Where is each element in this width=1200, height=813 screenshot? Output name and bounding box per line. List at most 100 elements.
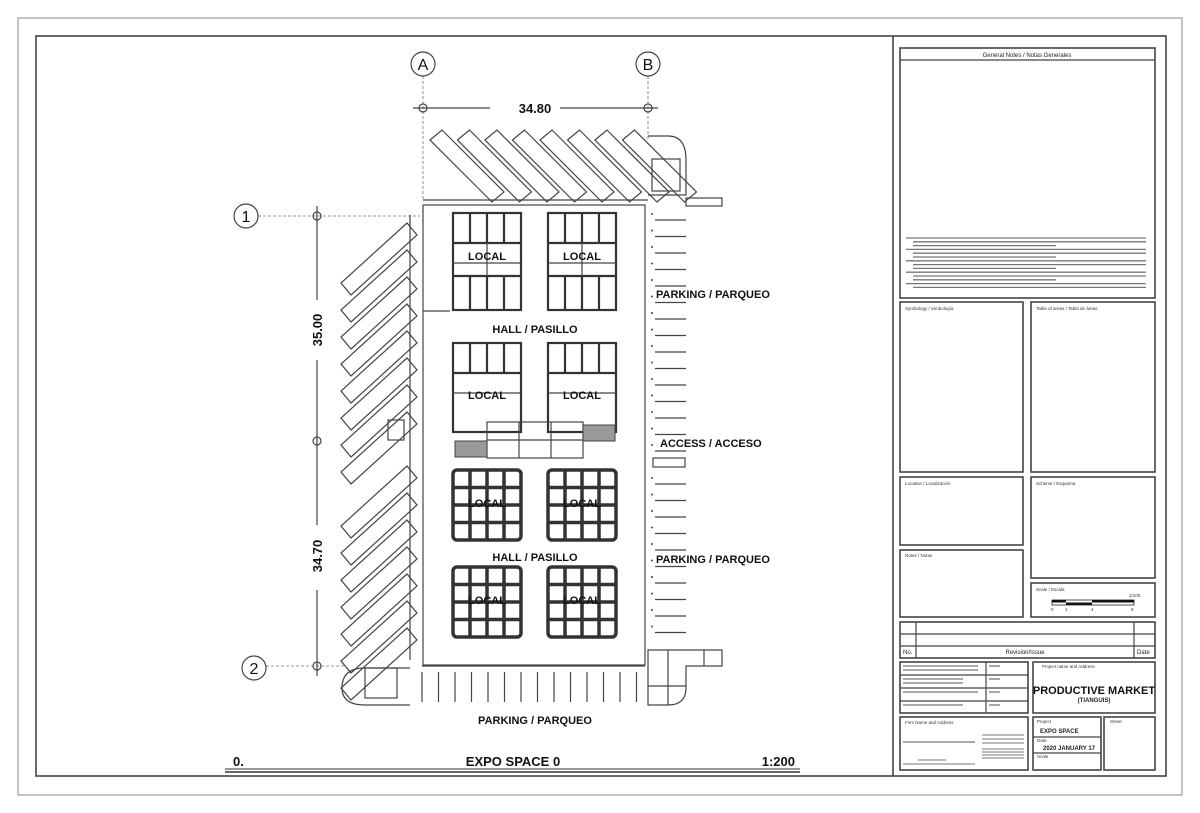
areas-box xyxy=(1030,301,1156,473)
firm-box: Firm Name and Address xyxy=(899,716,1029,771)
parking-stall-diagonal xyxy=(340,222,418,296)
grid-bubble-2: 2 xyxy=(241,655,267,681)
svg-text:1:200: 1:200 xyxy=(762,754,795,769)
svg-text:8: 8 xyxy=(1131,607,1134,612)
corner-bottom-right xyxy=(647,649,723,706)
svg-text:General Notes / Notas Generale: General Notes / Notas Generales xyxy=(983,53,1072,59)
symbology-box xyxy=(899,301,1024,473)
svg-text:PRODUCTIVE MARKET: PRODUCTIVE MARKET xyxy=(1033,685,1156,697)
svg-text:0.: 0. xyxy=(233,754,244,769)
local-label: LOCAL xyxy=(468,390,506,402)
local-label: LOCAL xyxy=(468,498,506,510)
parking-stall-diagonal xyxy=(340,330,418,404)
svg-text:Symbology / Simbología: Symbology / Simbología xyxy=(905,306,954,311)
scheme-box xyxy=(1030,476,1156,579)
parking-stall-diagonal xyxy=(340,411,418,485)
local-label: LOCAL xyxy=(563,251,601,263)
parking-stall-diagonal xyxy=(340,303,418,377)
svg-text:1: 1 xyxy=(242,209,251,226)
parking-stalls xyxy=(340,129,698,702)
svg-text:34.80: 34.80 xyxy=(519,101,552,116)
drawing-title: 0. EXPO SPACE 0 1:200 xyxy=(225,754,800,773)
svg-text:Notes / Notas: Notes / Notas xyxy=(905,553,933,558)
sheet-frame xyxy=(35,35,1167,777)
svg-text:Scale: Scale xyxy=(1037,754,1049,759)
svg-text:Revision/Issue: Revision/Issue xyxy=(1005,650,1045,656)
notes-box xyxy=(899,549,1024,618)
local-label: LOCAL xyxy=(468,251,506,263)
svg-text:EXPO SPACE 0: EXPO SPACE 0 xyxy=(466,754,560,769)
grid-bubble-b: B xyxy=(635,51,661,77)
svg-text:Sheet: Sheet xyxy=(1110,719,1123,724)
title-block: General Notes / Notas Generales Symbolog… xyxy=(899,47,1156,771)
local-unit: LOCAL xyxy=(546,468,618,542)
local-unit: LOCAL xyxy=(546,565,618,639)
svg-text:4: 4 xyxy=(1091,607,1094,612)
svg-text:Scheme / Esquema: Scheme / Esquema xyxy=(1036,481,1076,486)
corner-bottom-left xyxy=(341,667,410,706)
svg-text:B: B xyxy=(643,57,654,74)
local-label: LOCAL xyxy=(563,595,601,607)
svg-text:2: 2 xyxy=(250,661,259,678)
parking-stall-diagonal xyxy=(484,129,560,203)
scale-box: Scale / Escala 1/100 0 1 4 8 xyxy=(1030,582,1156,618)
access-label: ACCESS / ACCESO xyxy=(660,438,762,450)
parking-label: PARKING / PARQUEO xyxy=(478,715,592,727)
parking-stall-diagonal xyxy=(340,519,418,593)
local-unit: LOCAL xyxy=(451,211,523,312)
parking-label: PARKING / PARQUEO xyxy=(656,554,770,566)
parking-stall-diagonal xyxy=(566,129,643,203)
revision-table: No. Revision/Issue Date xyxy=(899,621,1156,659)
svg-text:Project name and Address: Project name and Address xyxy=(1042,664,1096,669)
parking-stall-diagonal xyxy=(429,129,505,203)
parking-stall-diagonal xyxy=(340,384,418,458)
svg-text:A: A xyxy=(418,57,429,74)
parking-stall-diagonal xyxy=(340,276,418,350)
svg-text:EXPO SPACE: EXPO SPACE xyxy=(1040,729,1079,735)
parking-stall-diagonal xyxy=(340,465,418,539)
project-name-box: Project name and Address PRODUCTIVE MARK… xyxy=(1032,661,1156,714)
locals-group: LOCAL LOCAL LOCAL LOCAL LOCAL LOCAL LOCAL LOCAL xyxy=(451,211,618,639)
general-notes-box: General Notes / Notas Generales xyxy=(899,47,1156,299)
svg-text:Firm Name and Address: Firm Name and Address xyxy=(905,720,954,725)
svg-text:Scale / Escala: Scale / Escala xyxy=(1036,587,1065,592)
local-unit: LOCAL xyxy=(546,341,618,434)
local-unit: LOCAL xyxy=(451,565,523,639)
parking-stall-diagonal xyxy=(340,627,418,701)
svg-text:34.70: 34.70 xyxy=(310,540,325,573)
parking-stall-diagonal xyxy=(594,129,670,203)
corner-top-right xyxy=(648,135,687,196)
parking-stall-diagonal xyxy=(340,357,418,431)
dimension-horizontal: 34.80 xyxy=(413,101,658,116)
grid-bubble-a: A xyxy=(410,51,436,77)
project-info-box: Project EXPO SPACE Date 2020 JANUARY 17 … xyxy=(1032,716,1156,771)
parking-stall-diagonal xyxy=(511,129,588,203)
parking-stall-diagonal xyxy=(340,573,418,647)
responsibles-table xyxy=(899,661,1029,714)
local-unit: LOCAL xyxy=(451,341,523,434)
parking-stall-diagonal xyxy=(539,129,615,203)
svg-text:No.: No. xyxy=(903,650,913,656)
hall-label: HALL / PASILLO xyxy=(492,324,578,336)
svg-text:Date: Date xyxy=(1037,738,1047,743)
svg-text:(TIANGUIS): (TIANGUIS) xyxy=(1078,698,1111,704)
location-box xyxy=(899,476,1024,546)
svg-text:1/100: 1/100 xyxy=(1129,593,1141,598)
svg-text:Location / Localización: Location / Localización xyxy=(905,481,951,486)
local-label: LOCAL xyxy=(563,390,601,402)
local-unit: LOCAL xyxy=(451,468,523,542)
building-outline xyxy=(422,204,646,666)
svg-text:35.00: 35.00 xyxy=(310,314,325,347)
svg-text:Date: Date xyxy=(1137,650,1150,656)
svg-text:Project: Project xyxy=(1037,719,1052,724)
outer-border xyxy=(17,17,1183,796)
local-label: LOCAL xyxy=(563,498,601,510)
parking-stall-diagonal xyxy=(340,249,418,323)
parking-stall-diagonal xyxy=(340,546,418,620)
dimension-vertical: 35.00 34.70 xyxy=(310,206,325,676)
hall-label: HALL / PASILLO xyxy=(492,552,578,564)
svg-text:0: 0 xyxy=(1051,607,1054,612)
grid-bubble-1: 1 xyxy=(233,203,259,229)
parking-stall-diagonal xyxy=(340,600,418,674)
